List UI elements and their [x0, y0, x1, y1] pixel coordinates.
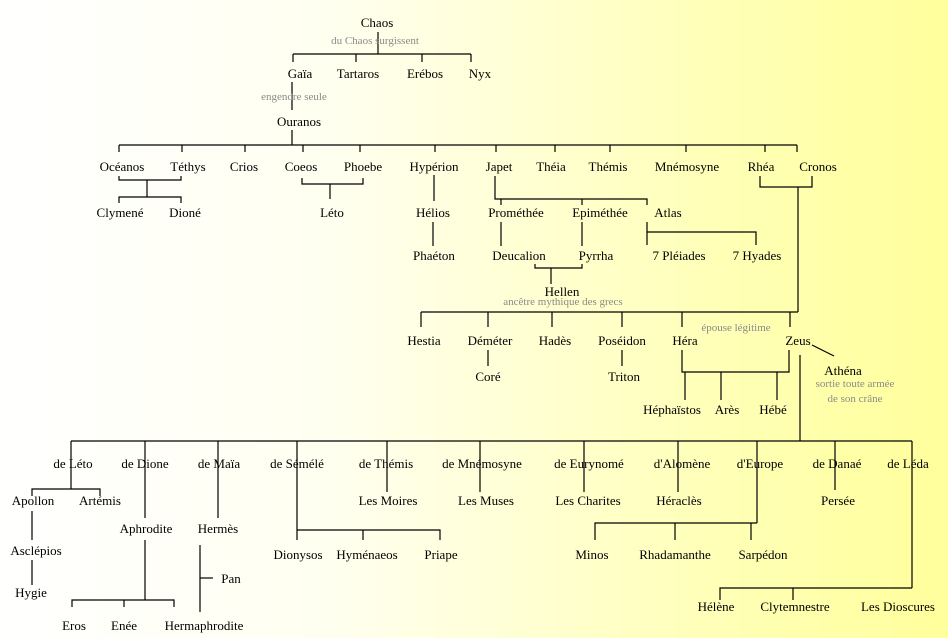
- node-phaeton: Phaéton: [413, 248, 455, 263]
- node-chaos: Chaos: [361, 15, 394, 30]
- node-demeter: Déméter: [468, 333, 513, 348]
- node-hellen: Hellen: [545, 284, 580, 299]
- node-muses: Les Muses: [458, 493, 514, 508]
- node-coeos: Coeos: [285, 159, 318, 174]
- node-hera: Héra: [672, 333, 697, 348]
- node-rhadamanthe: Rhadamanthe: [639, 547, 711, 562]
- node-apollon: Apollon: [12, 493, 55, 508]
- mother-dione: de Dione: [121, 456, 169, 471]
- node-pan: Pan: [221, 571, 241, 586]
- note-hera: épouse légitime: [701, 322, 770, 334]
- node-core: Coré: [475, 369, 501, 384]
- node-pleiades: 7 Pléiades: [652, 248, 705, 263]
- node-athena: Athéna: [824, 363, 862, 378]
- node-ouranos: Ouranos: [277, 114, 321, 129]
- node-ares: Arès: [715, 402, 740, 417]
- node-dione: Dioné: [169, 205, 201, 220]
- node-heracles: Héraclès: [656, 493, 701, 508]
- node-hebe: Hébé: [759, 402, 787, 417]
- node-atlas: Atlas: [654, 205, 681, 220]
- node-hymenaeos: Hyménaeos: [336, 547, 397, 562]
- node-tartaros: Tartaros: [337, 66, 379, 81]
- note-chaos: du Chaos surgissent: [331, 35, 419, 47]
- node-themis: Thémis: [589, 159, 628, 174]
- connector-lines: [31, 32, 913, 612]
- node-clytemnestre: Clytemnestre: [760, 599, 830, 614]
- node-hermes: Hermès: [198, 521, 238, 536]
- node-rhea: Rhéa: [748, 159, 775, 174]
- mother-eurynome: de Eurynomé: [554, 456, 624, 471]
- mother-leto: de Léto: [53, 456, 92, 471]
- node-hades: Hadès: [539, 333, 572, 348]
- node-helene: Hélène: [698, 599, 735, 614]
- node-zeus: Zeus: [785, 333, 810, 348]
- node-helios: Hélios: [416, 205, 450, 220]
- node-hestia: Hestia: [407, 333, 440, 348]
- note-hellen: ancêtre mythique des grecs: [503, 296, 622, 308]
- node-mnemosyne: Mnémosyne: [655, 159, 720, 174]
- mother-maia: de Maïa: [198, 456, 240, 471]
- node-enee: Enée: [111, 618, 137, 633]
- node-hyades: 7 Hyades: [733, 248, 782, 263]
- note-athena-1: sortie toute armée: [816, 378, 895, 390]
- mother-europe: d'Europe: [737, 456, 784, 471]
- node-promethee: Prométhée: [488, 205, 544, 220]
- node-epimethee: Epiméthée: [572, 205, 628, 220]
- node-hygie: Hygie: [15, 585, 47, 600]
- node-oceanos: Océanos: [100, 159, 145, 174]
- node-pyrrha: Pyrrha: [579, 248, 614, 263]
- node-dionysos: Dionysos: [273, 547, 322, 562]
- note-gaia: engendre seule: [261, 91, 327, 103]
- node-persee: Persée: [821, 493, 855, 508]
- node-erebos: Erébos: [407, 66, 443, 81]
- node-crios: Crios: [230, 159, 258, 174]
- node-minos: Minos: [575, 547, 608, 562]
- node-cronos: Cronos: [799, 159, 837, 174]
- node-aphrodite: Aphrodite: [120, 521, 173, 536]
- node-sarpedon: Sarpédon: [738, 547, 788, 562]
- mother-themis: de Thémis: [359, 456, 413, 471]
- mother-alcmene: d'Alomène: [654, 456, 711, 471]
- node-deucalion: Deucalion: [492, 248, 546, 263]
- names: Chaos du Chaos surgissent Gaïa Tartaros …: [10, 15, 935, 633]
- node-hermaphrodite: Hermaphrodite: [165, 618, 244, 633]
- node-hephaistos: Héphaïstos: [643, 402, 701, 417]
- node-artemis: Artémis: [79, 493, 121, 508]
- mother-mnemosyne: de Mnémosyne: [442, 456, 522, 471]
- node-charites: Les Charites: [555, 493, 620, 508]
- node-leto: Léto: [320, 205, 344, 220]
- mother-semele: de Sémélé: [270, 456, 324, 471]
- node-theia: Théia: [536, 159, 566, 174]
- node-priape: Priape: [424, 547, 457, 562]
- node-phoebe: Phoebe: [344, 159, 383, 174]
- node-eros: Eros: [62, 618, 86, 633]
- node-gaia: Gaïa: [288, 66, 313, 81]
- mother-leda: de Léda: [887, 456, 929, 471]
- node-nyx: Nyx: [469, 66, 492, 81]
- node-triton: Triton: [608, 369, 641, 384]
- mother-danae: de Danaé: [813, 456, 862, 471]
- node-asclepios: Asclépios: [10, 543, 61, 558]
- node-japet: Japet: [486, 159, 513, 174]
- note-athena-2: de son crâne: [828, 393, 883, 405]
- node-poseidon: Poséidon: [598, 333, 646, 348]
- node-hyperion: Hypérion: [409, 159, 459, 174]
- node-clymene: Clymené: [97, 205, 144, 220]
- node-tethys: Téthys: [170, 159, 205, 174]
- node-moires: Les Moires: [359, 493, 418, 508]
- node-dioscures: Les Dioscures: [861, 599, 935, 614]
